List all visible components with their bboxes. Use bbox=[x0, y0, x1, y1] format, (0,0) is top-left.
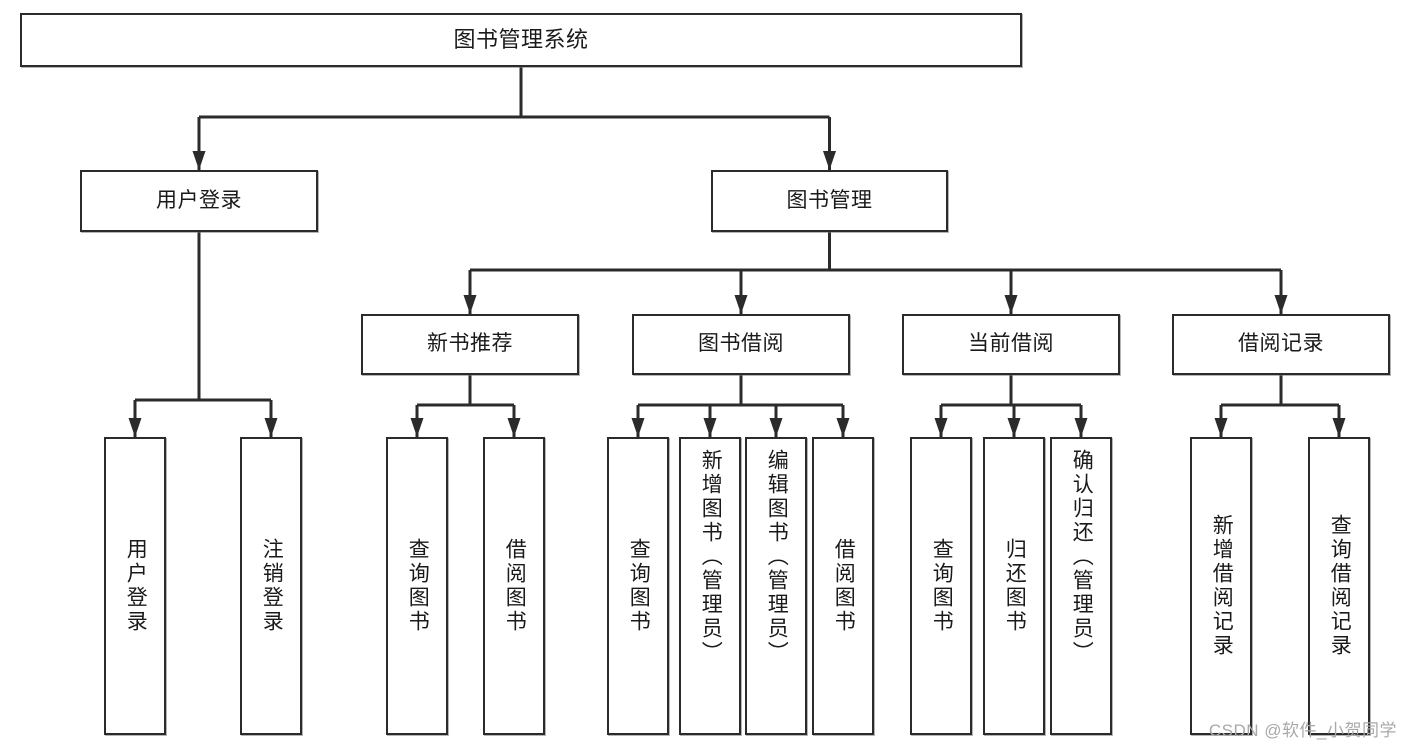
node-leaf-br-query[interactable]: 查询借阅记录 bbox=[1308, 437, 1370, 735]
node-label-leaf-bb-add: 新增图书（管理员） bbox=[699, 449, 723, 665]
node-label-root: 图书管理系统 bbox=[453, 27, 589, 53]
arrowhead-leaf-user-login bbox=[128, 418, 142, 437]
arrowhead-leaf-rec-borrow bbox=[507, 418, 521, 437]
node-label-borrow-record: 借阅记录 bbox=[1238, 332, 1324, 356]
node-label-user-login: 用户登录 bbox=[156, 188, 242, 212]
node-current-borrow[interactable]: 当前借阅 bbox=[902, 314, 1120, 375]
node-leaf-bb-edit[interactable]: 编辑图书（管理员） bbox=[745, 437, 807, 735]
node-label-book-borrow: 图书借阅 bbox=[698, 332, 784, 356]
arrowhead-leaf-cb-confirm bbox=[1074, 418, 1088, 437]
arrowhead-leaf-bb-edit bbox=[769, 418, 783, 437]
arrowhead-leaf-user-logout bbox=[264, 418, 278, 437]
node-label-new-book-rec: 新书推荐 bbox=[427, 332, 513, 356]
node-label-leaf-br-add: 新增借阅记录 bbox=[1210, 514, 1234, 658]
arrowhead-leaf-cb-query bbox=[934, 418, 948, 437]
node-leaf-cb-return[interactable]: 归还图书 bbox=[983, 437, 1045, 735]
node-label-leaf-user-logout: 注销登录 bbox=[260, 538, 284, 634]
node-book-manage[interactable]: 图书管理 bbox=[711, 170, 948, 232]
node-label-leaf-rec-borrow: 借阅图书 bbox=[503, 538, 527, 634]
node-leaf-user-login[interactable]: 用户登录 bbox=[104, 437, 166, 735]
node-root[interactable]: 图书管理系统 bbox=[20, 13, 1022, 67]
node-leaf-bb-add[interactable]: 新增图书（管理员） bbox=[679, 437, 741, 735]
node-label-leaf-bb-borrow: 借阅图书 bbox=[832, 538, 856, 634]
arrowhead-book-borrow bbox=[734, 295, 748, 314]
arrowhead-new-book-rec bbox=[463, 295, 477, 314]
node-label-current-borrow: 当前借阅 bbox=[968, 332, 1054, 356]
arrowhead-leaf-bb-query bbox=[631, 418, 645, 437]
node-borrow-record[interactable]: 借阅记录 bbox=[1172, 314, 1390, 375]
node-leaf-user-logout[interactable]: 注销登录 bbox=[240, 437, 302, 735]
arrowhead-current-borrow bbox=[1004, 295, 1018, 314]
node-leaf-br-add[interactable]: 新增借阅记录 bbox=[1190, 437, 1252, 735]
node-user-login[interactable]: 用户登录 bbox=[80, 170, 318, 232]
arrowhead-leaf-br-add bbox=[1214, 418, 1228, 437]
node-leaf-rec-borrow[interactable]: 借阅图书 bbox=[483, 437, 545, 735]
arrowhead-book-manage bbox=[823, 151, 836, 170]
node-leaf-rec-query[interactable]: 查询图书 bbox=[386, 437, 448, 735]
node-label-leaf-rec-query: 查询图书 bbox=[406, 538, 430, 634]
node-label-leaf-cb-query: 查询图书 bbox=[930, 538, 954, 634]
arrowhead-borrow-record bbox=[1274, 295, 1288, 314]
arrowhead-leaf-cb-return bbox=[1007, 418, 1021, 437]
node-label-leaf-bb-query: 查询图书 bbox=[627, 538, 651, 634]
node-label-leaf-cb-return: 归还图书 bbox=[1003, 538, 1027, 634]
arrowhead-leaf-rec-query bbox=[410, 418, 424, 437]
arrowhead-user-login bbox=[192, 151, 206, 170]
node-leaf-bb-borrow[interactable]: 借阅图书 bbox=[812, 437, 874, 735]
node-label-leaf-br-query: 查询借阅记录 bbox=[1328, 514, 1352, 658]
node-label-leaf-cb-confirm: 确认归还（管理员） bbox=[1070, 449, 1094, 665]
arrowhead-leaf-bb-add bbox=[703, 418, 717, 437]
node-new-book-rec[interactable]: 新书推荐 bbox=[361, 314, 579, 375]
arrowhead-leaf-bb-borrow bbox=[836, 418, 850, 437]
arrowhead-leaf-br-query bbox=[1332, 418, 1346, 437]
node-label-book-manage: 图书管理 bbox=[786, 188, 873, 212]
node-label-leaf-bb-edit: 编辑图书（管理员） bbox=[765, 449, 789, 665]
node-leaf-cb-confirm[interactable]: 确认归还（管理员） bbox=[1050, 437, 1112, 735]
watermark-label: CSDN @软件_小贺同学 bbox=[1208, 721, 1397, 740]
node-leaf-cb-query[interactable]: 查询图书 bbox=[910, 437, 972, 735]
node-book-borrow[interactable]: 图书借阅 bbox=[632, 314, 850, 375]
node-label-leaf-user-login: 用户登录 bbox=[124, 538, 148, 634]
node-leaf-bb-query[interactable]: 查询图书 bbox=[607, 437, 669, 735]
